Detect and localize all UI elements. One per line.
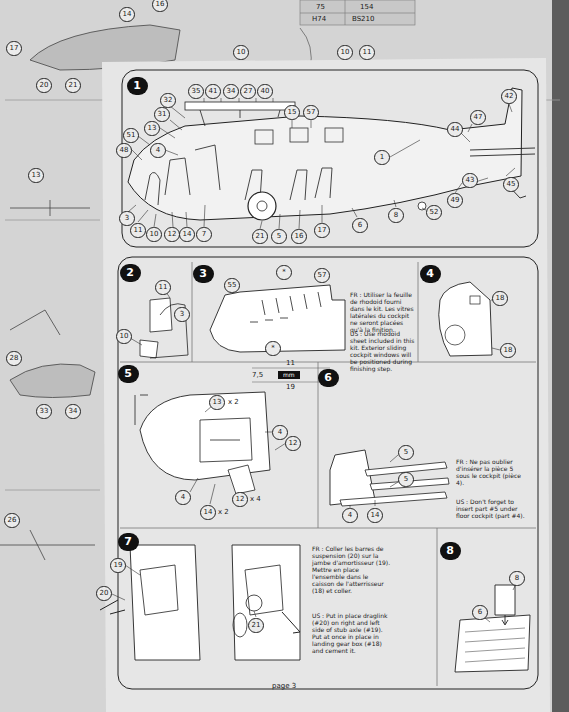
callout-number: 33: [36, 404, 52, 419]
callout-number: 18: [500, 343, 516, 358]
callout-number: 11: [130, 223, 146, 238]
callout-number: 5: [398, 472, 414, 487]
callout-number: 52: [426, 205, 442, 220]
callout-number: 8: [509, 571, 525, 586]
callout-number: 6: [352, 218, 368, 233]
callout-number: 10: [233, 45, 249, 60]
callout-number: 14: [200, 505, 216, 520]
callout-number: 12: [285, 436, 301, 451]
instruction-note: FR : Utiliser la feuille de rhodoid four…: [350, 291, 416, 333]
callout-number: 49: [447, 193, 463, 208]
callout-number: 43: [462, 173, 478, 188]
callout-number: 11: [359, 45, 375, 60]
callout-number: 21: [248, 618, 264, 633]
callout-number: 13: [28, 168, 44, 183]
callout-number: *: [276, 265, 292, 280]
callout-number: 13: [209, 395, 225, 410]
callout-number: 21: [65, 78, 81, 93]
callout-number: 4: [150, 143, 166, 158]
callout-number: 57: [314, 268, 330, 283]
callout-number: 32: [160, 93, 176, 108]
callout-number: 45: [503, 177, 519, 192]
instruction-note: US : Use rhodoid sheet included in this …: [350, 330, 416, 372]
callout-number: 14: [119, 7, 135, 22]
callout-number: 20: [96, 586, 112, 601]
callout-number: 6: [472, 605, 488, 620]
callout-number: 17: [314, 223, 330, 238]
printed-label: x 4: [250, 495, 261, 503]
callout-number: 17: [6, 41, 22, 56]
callout-number: 14: [367, 508, 383, 523]
instruction-note: US : Don't forget to insert part #5 unde…: [456, 498, 528, 519]
callout-number: 19: [110, 558, 126, 573]
callout-number: 40: [257, 84, 273, 99]
callout-number: 57: [303, 105, 319, 120]
step-number: 3: [193, 265, 214, 283]
callout-number: 13: [144, 121, 160, 136]
callout-number: 20: [36, 78, 52, 93]
callout-number: 3: [174, 307, 190, 322]
instruction-note: FR : Ne pas oublier d'insérer la pièce 5…: [456, 458, 528, 486]
callout-number: 16: [291, 229, 307, 244]
callout-number: 10: [146, 227, 162, 242]
step-number: 8: [440, 542, 461, 560]
callout-number: 18: [492, 291, 508, 306]
callout-number: 11: [155, 280, 171, 295]
callout-number: 1: [374, 150, 390, 165]
callout-number: 41: [205, 84, 221, 99]
instruction-note: FR : Coller les barres de suspension (20…: [312, 545, 392, 594]
dimension-label: mm: [278, 371, 300, 379]
printed-label: x 2: [218, 508, 229, 516]
step-number: 2: [120, 264, 141, 282]
callout-number: 44: [447, 122, 463, 137]
callout-number: 10: [337, 45, 353, 60]
step-number: 7: [118, 533, 139, 551]
callout-number: 12: [232, 492, 248, 507]
callout-number: 5: [271, 229, 287, 244]
printed-label: BS210: [352, 15, 374, 23]
callout-number: 28: [6, 351, 22, 366]
callout-number: 27: [240, 84, 256, 99]
callout-number: 12: [164, 227, 180, 242]
callout-number: 48: [116, 143, 132, 158]
step-number: 5: [118, 365, 139, 383]
callout-number: 10: [116, 329, 132, 344]
callout-number: 7: [196, 227, 212, 242]
printed-label: 19: [286, 383, 295, 391]
callout-number: 8: [388, 208, 404, 223]
printed-label: 154: [360, 3, 373, 11]
callout-number: *: [265, 341, 281, 356]
callout-number: 42: [501, 89, 517, 104]
printed-label: x 2: [228, 398, 239, 406]
callout-number: 55: [224, 278, 240, 293]
printed-label: 7,5: [252, 371, 263, 379]
callout-number: 47: [470, 110, 486, 125]
step-number: 4: [420, 265, 441, 283]
printed-label: 75: [316, 3, 325, 11]
printed-label: page 3: [272, 682, 296, 690]
callout-number: 5: [398, 445, 414, 460]
callout-number: 35: [188, 84, 204, 99]
step-number: 1: [127, 77, 148, 95]
callout-number: 4: [342, 508, 358, 523]
callout-number: 26: [4, 513, 20, 528]
callout-number: 21: [252, 229, 268, 244]
callout-number: 4: [272, 425, 288, 440]
callout-number: 51: [123, 128, 139, 143]
callout-number: 16: [152, 0, 168, 12]
callout-number: 34: [223, 84, 239, 99]
printed-label: H74: [312, 15, 326, 23]
instruction-note: US : Put in place draglink (#20) on righ…: [312, 612, 392, 654]
callout-number: 15: [284, 105, 300, 120]
callout-number: 4: [175, 490, 191, 505]
callout-number: 31: [154, 107, 170, 122]
printed-label: 11: [286, 359, 295, 367]
callout-number: 14: [179, 227, 195, 242]
step-number: 6: [318, 369, 339, 387]
callout-number: 34: [65, 404, 81, 419]
